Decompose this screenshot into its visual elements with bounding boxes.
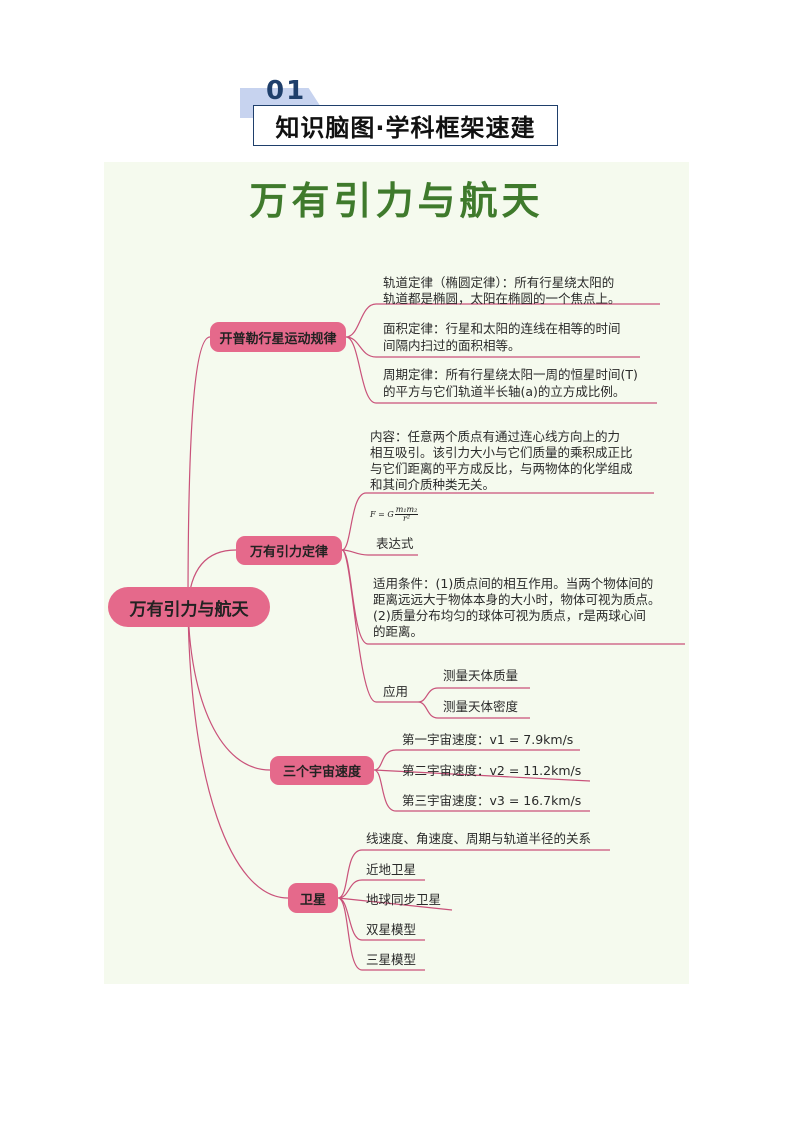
kepler-law3-line2: 的平方与它们轨道半长轴(a)的立方成比例。	[383, 384, 626, 399]
connector-root-kepler	[187, 336, 211, 608]
satellite-item-relation: 线速度、角速度、周期与轨道半径的关系	[366, 831, 592, 846]
kepler-law1-line2: 轨道都是椭圆，太阳在椭圆的一个焦点上。	[383, 291, 621, 306]
section-title: 知识脑图·学科框架速建	[253, 105, 558, 146]
gravitation-condition-line1: 适用条件：(1)质点间的相互作用。当两个物体间的	[373, 576, 654, 591]
mindmap-root-node: 万有引力与航天	[108, 587, 270, 627]
gravitation-formula: F = G m₁m₂ r²	[370, 505, 419, 523]
cosmic-velocity-first: 第一宇宙速度：v1 = 7.9km/s	[402, 732, 574, 747]
gravitation-content-line3: 与它们距离的平方成反比，与两物体的化学组成	[370, 461, 633, 476]
branch-gravitation-node: 万有引力定律	[236, 536, 342, 565]
gravitation-condition-line4: 的距离。	[373, 624, 424, 639]
kepler-law2-line2: 间隔内扫过的面积相等。	[383, 338, 521, 353]
gravitation-condition-line3: (2)质量分布均匀的球体可视为质点，r是两球心间	[373, 608, 646, 623]
mindmap-title: 万有引力与航天	[249, 179, 544, 223]
connector-gravitation-application	[341, 549, 418, 703]
gravitation-content-line2: 相互吸引。该引力大小与它们质量的乘积成正比	[370, 445, 633, 460]
mindmap-panel	[104, 162, 689, 984]
kepler-law1-line1: 轨道定律（椭圆定律）：所有行星绕太阳的	[383, 275, 615, 290]
section-number: 01	[266, 76, 307, 106]
connector-cosmic-velocities	[373, 749, 591, 812]
application-mass: 测量天体质量	[443, 668, 519, 683]
connector-root-satellite	[187, 606, 289, 899]
gravitation-application-label: 应用	[383, 684, 409, 699]
connector-kepler-laws	[345, 303, 660, 404]
satellite-item-triple-star: 三星模型	[366, 952, 417, 967]
connector-gravitation-content	[341, 492, 654, 551]
kepler-law2-line1: 面积定律：行星和太阳的连线在相等的时间	[383, 321, 621, 336]
gravitation-expression-label: 表达式	[376, 536, 414, 551]
branch-cosmic-node: 三个宇宙速度	[270, 756, 374, 785]
connector-satellite-items	[337, 849, 610, 971]
connector-root-cosmic	[187, 606, 271, 771]
satellite-item-binary-star: 双星模型	[366, 922, 417, 937]
branch-satellite-node: 卫星	[288, 883, 338, 913]
gravitation-content-line1: 内容：任意两个质点有通过连心线方向上的力	[370, 429, 621, 444]
kepler-law3-line1: 周期定律：所有行星绕太阳一周的恒星时间(T)	[383, 367, 638, 382]
formula-fraction: m₁m₂ r²	[394, 505, 419, 523]
formula-lhs: F = G	[370, 510, 394, 519]
satellite-item-near-earth: 近地卫星	[366, 862, 417, 877]
formula-denominator: r²	[403, 514, 411, 523]
gravitation-content-line4: 和其间介质种类无关。	[370, 477, 496, 492]
satellite-item-geosync: 地球同步卫星	[366, 892, 442, 907]
gravitation-condition-line2: 距离远远大于物体本身的大小时，物体可视为质点。	[373, 592, 661, 607]
cosmic-velocity-third: 第三宇宙速度：v3 = 16.7km/s	[402, 793, 582, 808]
connector-application-items	[417, 687, 530, 719]
connector-gravitation-expression	[341, 549, 418, 556]
cosmic-velocity-second: 第二宇宙速度：v2 = 11.2km/s	[402, 763, 582, 778]
formula-numerator: m₁m₂	[394, 505, 419, 515]
branch-kepler-node: 开普勒行星运动规律	[210, 322, 346, 352]
application-density: 测量天体密度	[443, 699, 519, 714]
